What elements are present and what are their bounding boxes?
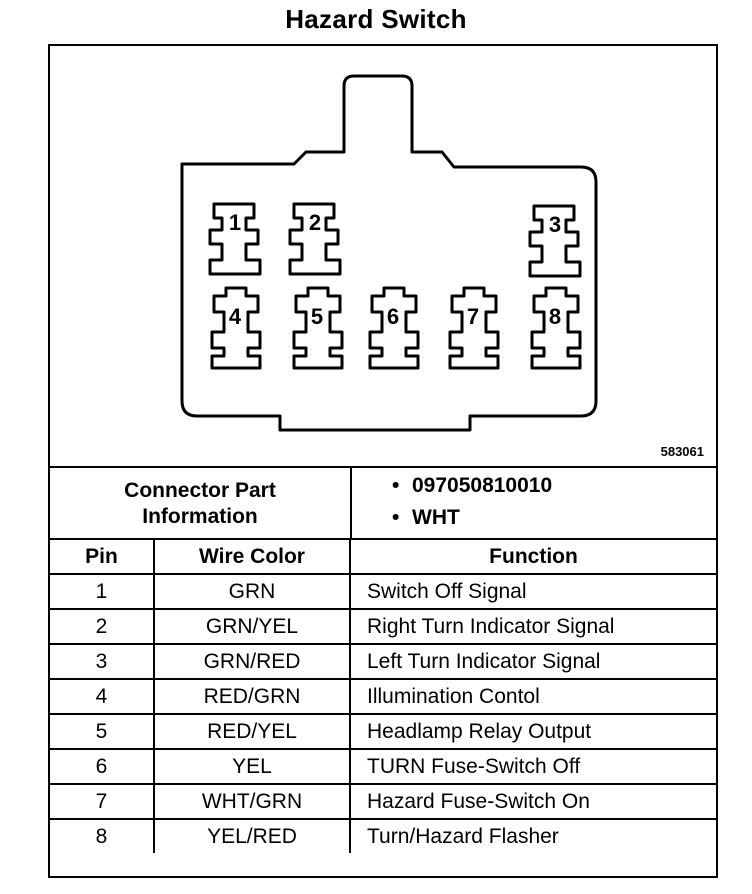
- pin-number-label: 5: [311, 304, 323, 329]
- pin-number-label: 3: [549, 212, 561, 237]
- pin-cell: 3: [50, 643, 155, 680]
- wire-color-cell: YEL: [153, 748, 351, 785]
- pin-cavity: [210, 286, 262, 370]
- pin-number-label: 7: [467, 304, 479, 329]
- wire-color-cell: GRN/RED: [153, 643, 351, 680]
- connector-color-text: WHT: [412, 506, 460, 529]
- pin-cavity: [292, 286, 344, 370]
- diagram-title: Hazard Switch: [285, 4, 467, 34]
- wire-color-cell: WHT/GRN: [153, 783, 351, 820]
- wire-color-cell: RED/YEL: [153, 713, 351, 750]
- pin-cell: 2: [50, 608, 155, 645]
- pin-cavity: [288, 202, 342, 276]
- header-pin: Pin: [50, 538, 155, 575]
- function-cell: Right Turn Indicator Signal: [349, 608, 716, 645]
- connector-info-label: Connector Part Information: [50, 468, 352, 540]
- connector-info-row: Connector Part Information • 097050810010…: [50, 466, 716, 540]
- function-cell: Illumination Contol: [349, 678, 716, 715]
- function-cell: Hazard Fuse-Switch On: [349, 783, 716, 820]
- pin-cavity: [368, 286, 420, 370]
- connector-info-label-text: Connector Part Information: [124, 479, 276, 528]
- function-cell: TURN Fuse-Switch Off: [349, 748, 716, 785]
- header-function: Function: [349, 538, 716, 575]
- pin-cavity: [530, 286, 582, 370]
- pin-number-label: 1: [229, 210, 241, 235]
- pin-cell: 1: [50, 573, 155, 610]
- connector-color: • WHT: [392, 506, 460, 530]
- connector-part-number: • 097050810010: [392, 474, 552, 498]
- pin-number-label: 8: [549, 304, 561, 329]
- pin-cell: 8: [50, 818, 155, 853]
- connector-info-values: • 097050810010 • WHT: [352, 468, 716, 540]
- pin-cell: 5: [50, 713, 155, 750]
- pin-cell: 6: [50, 748, 155, 785]
- function-cell: Turn/Hazard Flasher: [349, 818, 716, 853]
- pin-number-label: 6: [387, 304, 399, 329]
- function-cell: Left Turn Indicator Signal: [349, 643, 716, 680]
- connector-body: [180, 74, 598, 432]
- pin-cavity: [448, 286, 500, 370]
- bullet-icon: •: [392, 506, 400, 529]
- table-header-row: Pin Wire Color Function: [50, 538, 716, 575]
- figure-code: 583061: [660, 444, 704, 459]
- function-cell: Headlamp Relay Output: [349, 713, 716, 750]
- pin-number-label: 2: [309, 210, 321, 235]
- wire-color-cell: YEL/RED: [153, 818, 351, 853]
- header-wire-color: Wire Color: [153, 538, 351, 575]
- bullet-icon: •: [392, 474, 400, 497]
- pin-cavity: [208, 202, 262, 276]
- pin-cell: 4: [50, 678, 155, 715]
- part-number-text: 097050810010: [412, 474, 553, 497]
- pin-cavity: [528, 204, 582, 278]
- connector-diagram: 1 2 3 4 5 6 7 8: [180, 74, 598, 432]
- wire-color-cell: GRN/YEL: [153, 608, 351, 645]
- pin-number-label: 4: [229, 304, 242, 329]
- function-cell: Switch Off Signal: [349, 573, 716, 610]
- pin-cell: 7: [50, 783, 155, 820]
- wire-color-cell: GRN: [153, 573, 351, 610]
- wire-color-cell: RED/GRN: [153, 678, 351, 715]
